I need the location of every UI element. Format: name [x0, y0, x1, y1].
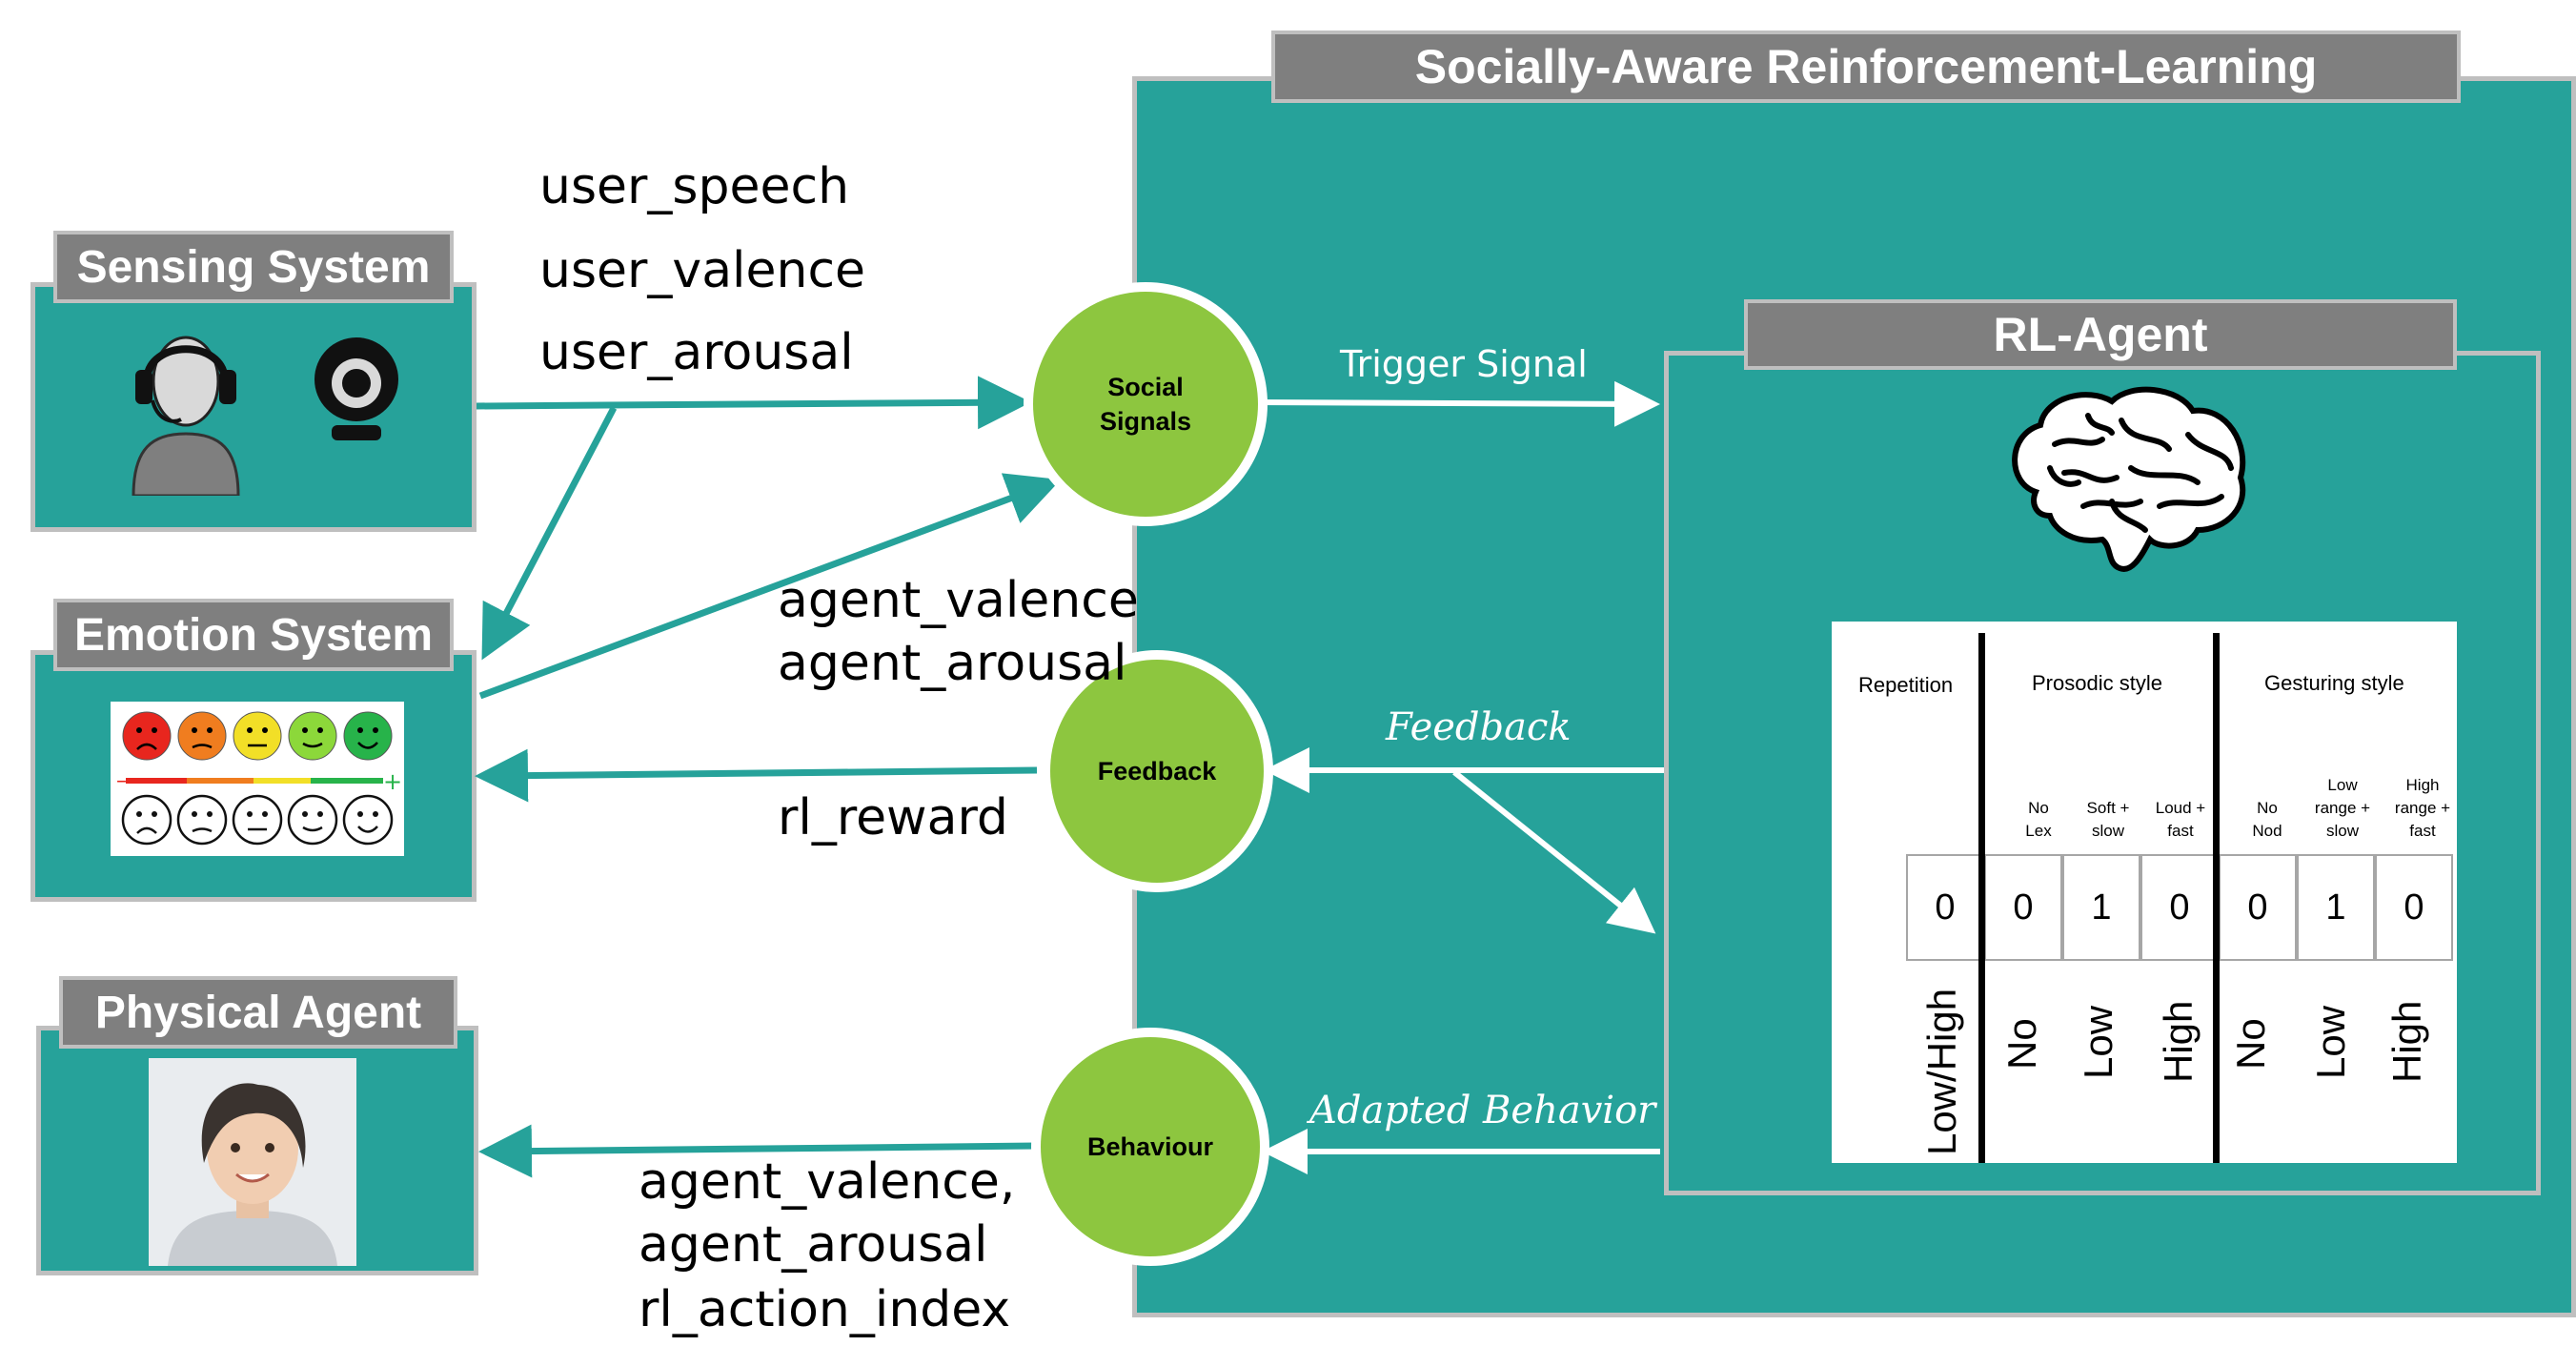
- subheader-soft-slow: Soft +slow: [2086, 799, 2130, 840]
- signal-agent-arousal-out: agent_arousal: [639, 1216, 988, 1274]
- table-header-repetition: Repetition: [1858, 673, 1954, 697]
- table-divider: [2213, 633, 2220, 1163]
- behaviour-node: Behaviour: [1031, 1028, 1269, 1266]
- action-table: Repetition Prosodic style Gesturing styl…: [1832, 622, 2457, 1163]
- signal-agent-arousal: agent_arousal: [778, 635, 1127, 692]
- signal-user-valence: user_valence: [539, 242, 866, 299]
- signal-rl-reward: rl_reward: [778, 789, 1008, 846]
- colored-faces: [122, 711, 393, 761]
- physical-agent-title: Physical Agent: [59, 976, 457, 1049]
- action-value-cell: 1: [2297, 854, 2375, 961]
- signal-agent-valence-out: agent_valence,: [639, 1153, 1016, 1211]
- trigger-signal-label: Trigger Signal: [1340, 343, 1588, 385]
- feedback-arrow-label: Feedback: [1386, 705, 1572, 749]
- signal-rl-action-index: rl_action_index: [639, 1281, 1011, 1338]
- feedback-node: Feedback: [1041, 650, 1273, 892]
- table-header-gesturing: Gesturing style: [2264, 671, 2404, 695]
- signal-agent-valence: agent_valence: [778, 572, 1139, 629]
- user-headset-icon: [124, 324, 248, 498]
- action-value-cell: 0: [2375, 854, 2453, 961]
- signal-user-arousal: user_arousal: [539, 324, 854, 381]
- svg-text:–: –: [116, 769, 127, 793]
- table-header-prosodic: Prosodic style: [2032, 671, 2162, 695]
- sensing-system-box: [30, 282, 477, 532]
- action-value-cell: 1: [2062, 854, 2140, 961]
- emotion-scale-image: – +: [111, 702, 404, 856]
- action-value-cell: 0: [2219, 854, 2297, 961]
- rl-agent-title: RL-Agent: [1744, 299, 2457, 370]
- action-value-cell: 0: [1984, 854, 2062, 961]
- signal-user-speech: user_speech: [539, 158, 850, 215]
- agent-portrait: [149, 1058, 356, 1266]
- subheader-loud-fast: Loud +fast: [2155, 799, 2206, 840]
- webcam-icon: [309, 334, 404, 446]
- svg-text:+: +: [383, 768, 402, 795]
- table-divider: [1978, 633, 1985, 1163]
- sensing-system-title: Sensing System: [53, 231, 454, 303]
- brain-icon: [1998, 377, 2255, 578]
- emotion-system-title: Emotion System: [53, 599, 454, 671]
- adapted-behavior-label: Adapted Behavior: [1309, 1089, 1656, 1132]
- rl-framework-title: Socially-Aware Reinforcement-Learning: [1271, 31, 2461, 103]
